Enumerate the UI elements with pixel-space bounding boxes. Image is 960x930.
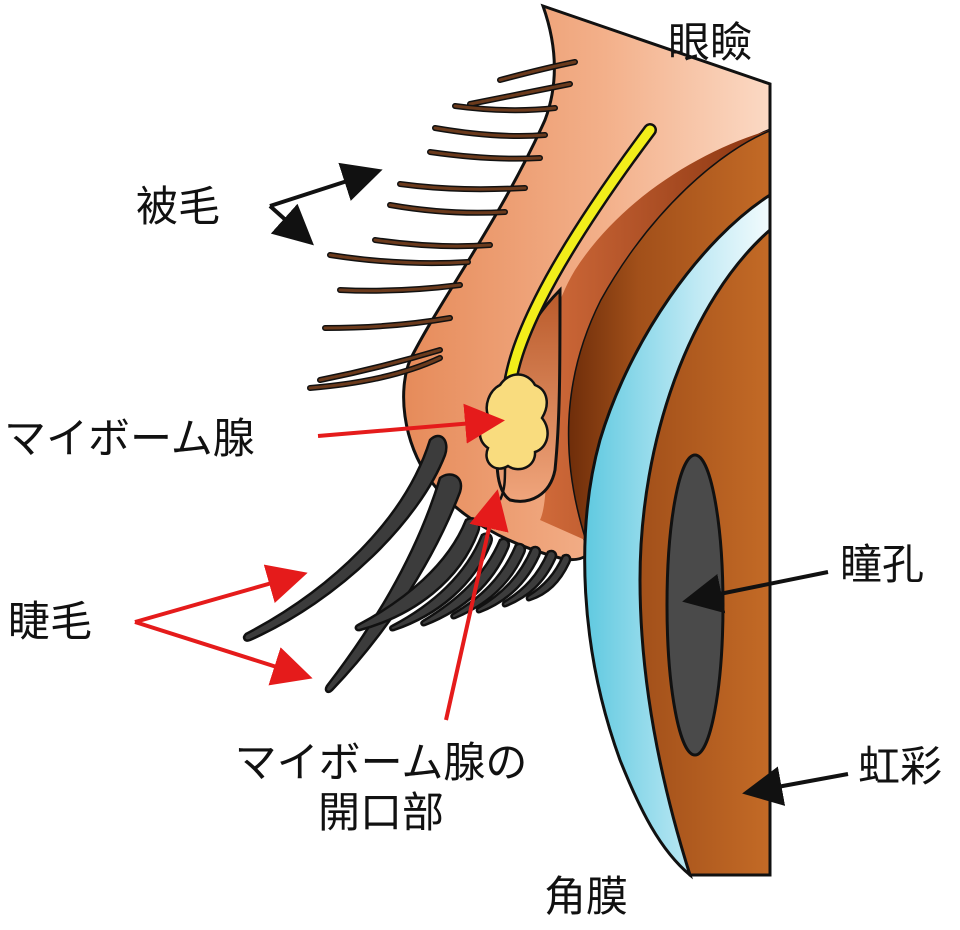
arrow-eyelash-upper	[134, 564, 308, 624]
pupil	[665, 453, 725, 757]
tarsal-plate	[540, 130, 770, 540]
cilia-hairs	[307, 59, 578, 391]
label-cilia-hair: 被毛	[136, 182, 221, 231]
arrow-to-gland-opening	[444, 489, 509, 721]
label-cornea: 角膜	[544, 872, 629, 921]
black-arrows	[268, 162, 849, 806]
cornea	[583, 192, 772, 880]
label-eyelashes: 睫毛	[8, 597, 93, 646]
label-eyelid: 眼瞼	[668, 18, 753, 67]
label-meibomian-opening: マイボーム腺の 開口部	[196, 738, 566, 837]
label-meibomian-opening-line2: 開口部	[317, 787, 444, 837]
arrow-to-meibomian-gland	[317, 403, 505, 444]
arrow-hair-lower	[268, 203, 314, 246]
arrow-to-iris	[742, 766, 849, 806]
label-pupil: 瞳孔	[840, 540, 925, 589]
label-meibomian-opening-line1: マイボーム腺の	[234, 738, 528, 787]
label-iris: 虹彩	[858, 742, 943, 791]
red-arrows	[134, 403, 509, 721]
arrow-eyelash-lower	[134, 620, 313, 686]
arrow-to-pupil	[682, 570, 829, 614]
arrow-hair-upper	[269, 162, 383, 208]
label-meibomian-gland: マイボーム腺	[4, 414, 255, 463]
